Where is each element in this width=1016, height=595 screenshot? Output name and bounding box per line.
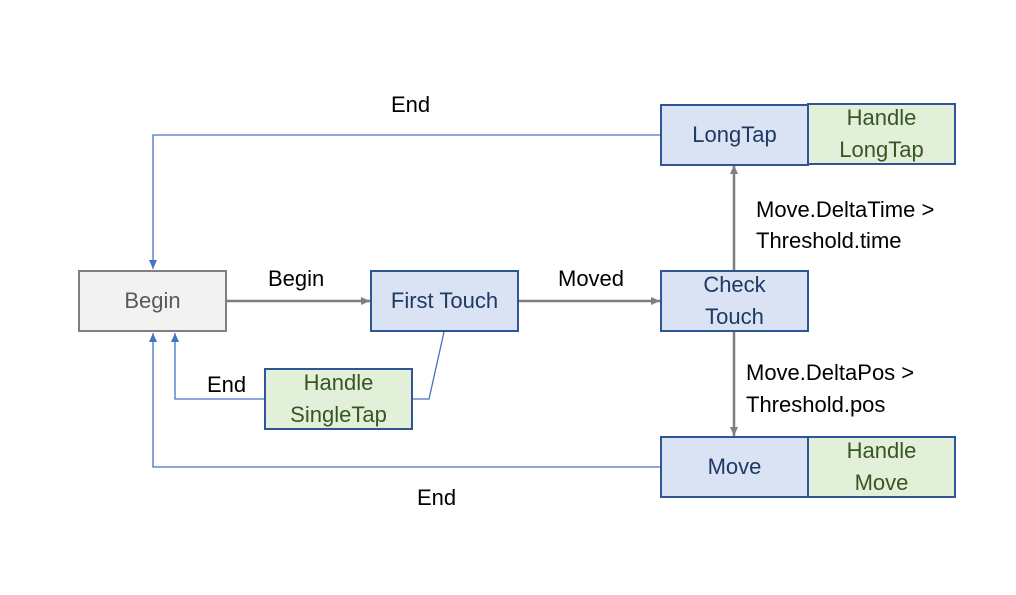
- begin-node: Begin: [78, 270, 227, 332]
- edge-label-delta-time-line1: Move.DeltaTime >: [756, 197, 935, 222]
- edge-label-delta-pos-line1: Move.DeltaPos >: [746, 360, 915, 385]
- edge-move-end-to-begin: [149, 333, 660, 468]
- edge-label-end-top: End: [391, 92, 431, 117]
- handle-move-node: Handle Move: [807, 436, 956, 498]
- first-touch-node: First Touch: [370, 270, 519, 332]
- edge-longtap-end-to-begin: [149, 134, 660, 269]
- edge-label-end-bottom: End: [417, 485, 457, 510]
- edge-singletap-end-to-begin: [171, 333, 264, 400]
- handle-longtap-node: Handle LongTap: [807, 103, 956, 165]
- edge-label-end-left: End: [207, 372, 247, 397]
- move-node: Move: [660, 436, 809, 498]
- edge-label-begin: Begin: [268, 266, 325, 291]
- edge-first-touch-to-singletap: [412, 331, 445, 400]
- edge-label-moved: Moved: [558, 266, 625, 291]
- check-touch-node: Check Touch: [660, 270, 809, 332]
- edge-label-delta-time-line2: Threshold.time: [756, 228, 902, 253]
- longtap-node: LongTap: [660, 104, 809, 166]
- edge-label-delta-pos-line2: Threshold.pos: [746, 392, 886, 417]
- handle-singletap-node: Handle SingleTap: [264, 368, 413, 430]
